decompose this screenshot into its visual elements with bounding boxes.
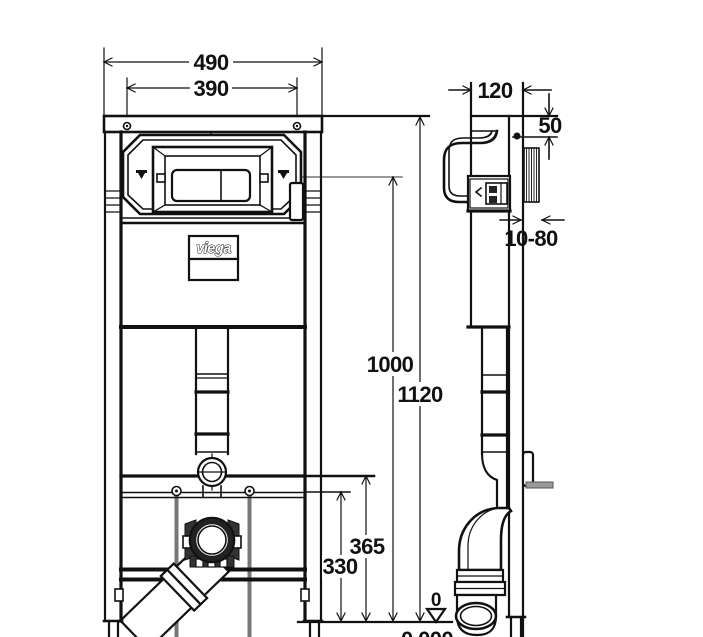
floor-level-label: 0.000 (401, 627, 453, 637)
angled-outlet-pipe (118, 541, 231, 637)
dim-1000-label: 1000 (367, 352, 414, 377)
drain-socket (182, 516, 242, 568)
side-frame-foot (505, 615, 527, 637)
flush-bend-connector (196, 453, 228, 498)
top-mounting-plate (102, 114, 324, 134)
side-view: 120 50 (442, 78, 565, 637)
frame-feet (102, 588, 324, 637)
dim-120-label: 120 (478, 78, 513, 103)
dim-390-label: 390 (194, 76, 229, 101)
fixing-screw-symbols (136, 170, 289, 179)
dim-365-label: 365 (350, 534, 385, 559)
top-offset-dimension: 50 (469, 93, 563, 160)
bracket-flag (525, 481, 554, 489)
drain-elbow (453, 506, 513, 637)
cistern-side-profile (442, 129, 512, 329)
dim-490-label: 490 (194, 50, 229, 75)
frame-rails (103, 130, 323, 623)
top-dimensions: 490 390 (102, 47, 324, 122)
front-view: 490 390 (102, 47, 431, 637)
flush-actuator-plate (151, 145, 274, 214)
side-access-tab (288, 181, 305, 222)
side-flush-pipe (480, 327, 509, 514)
datum-triangle-icon (424, 607, 448, 624)
vertical-dimensions: 1000 1120 365 330 (322, 115, 444, 623)
flush-buttons (170, 168, 252, 203)
brand-logo: viega (187, 234, 240, 282)
depth-dimension: 120 (448, 78, 552, 103)
wall-range-dimension: 10-80 (499, 215, 565, 251)
datum-zero-label: 0 (431, 590, 441, 611)
wall-finish-hatch (523, 147, 540, 203)
dim-50-label: 50 (538, 113, 562, 138)
dim-1120-label: 1120 (397, 382, 443, 407)
floor-datum: 0 0.000 (296, 590, 454, 637)
support-bracket (521, 450, 535, 488)
dim-330-label: 330 (323, 554, 358, 579)
brand-logo-text: viega (196, 241, 231, 257)
flush-pipe (194, 325, 230, 456)
dim-10-80-label: 10-80 (504, 226, 558, 251)
